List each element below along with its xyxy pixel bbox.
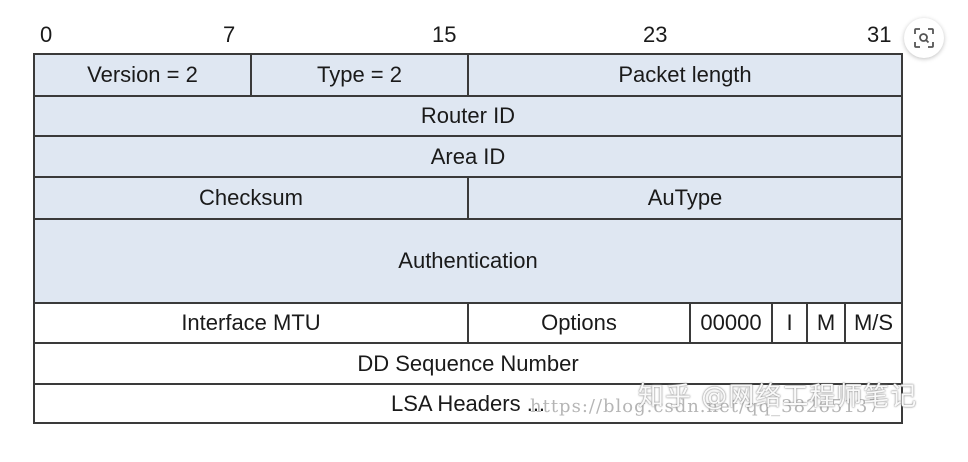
watermark-text: 知乎 @网络工程师笔记 [638,382,918,412]
bit-label-7: 7 [223,22,236,47]
field-lsa-headers: LSA Headers ... [390,390,546,416]
field-interface-mtu: Interface MTU [181,310,321,335]
bit-label-15: 15 [432,22,457,47]
field-flag-i: I [771,304,806,342]
visual-search-button[interactable] [904,18,944,58]
body-row-mtu-options-flags: Interface MTU Options 00000 I M M/S [35,302,901,342]
field-authentication: Authentication [398,248,538,273]
field-autype: AuType [467,178,901,218]
visual-search-icon [914,28,934,48]
header-row-router-id: Router ID [35,95,901,135]
bit-label-31: 31 [867,22,892,47]
field-checksum: Checksum [199,185,303,210]
field-area-id: Area ID [430,143,506,169]
header-row-authentication: Authentication [35,218,901,302]
field-router-id: Router ID [420,103,516,128]
header-row-version-type-length: Version = 2 Type = 2 Packet length [35,55,901,95]
field-type: Type = 2 [250,55,467,95]
body-row-lsa-headers: LSA Headers ... [35,383,901,422]
field-dd-sequence-number: DD Sequence Number [357,350,579,376]
bit-label-0: 0 [40,22,53,47]
field-reserved-bits: 00000 [689,304,771,342]
field-flag-m: M [806,304,844,342]
body-row-dd-sequence: DD Sequence Number [35,342,901,383]
field-packet-length: Packet length [467,55,901,95]
header-row-checksum-autype: Checksum AuType [35,176,901,218]
watermark-url: https://blog.csdn.net/qq_38265137 [530,396,881,417]
field-options: Options [467,304,689,342]
header-row-area-id: Area ID [35,135,901,176]
field-flag-ms: M/S [844,304,901,342]
field-version: Version = 2 [87,62,198,87]
ospf-dd-packet-diagram: Version = 2 Type = 2 Packet length Route… [33,53,903,424]
bit-label-23: 23 [643,22,668,47]
